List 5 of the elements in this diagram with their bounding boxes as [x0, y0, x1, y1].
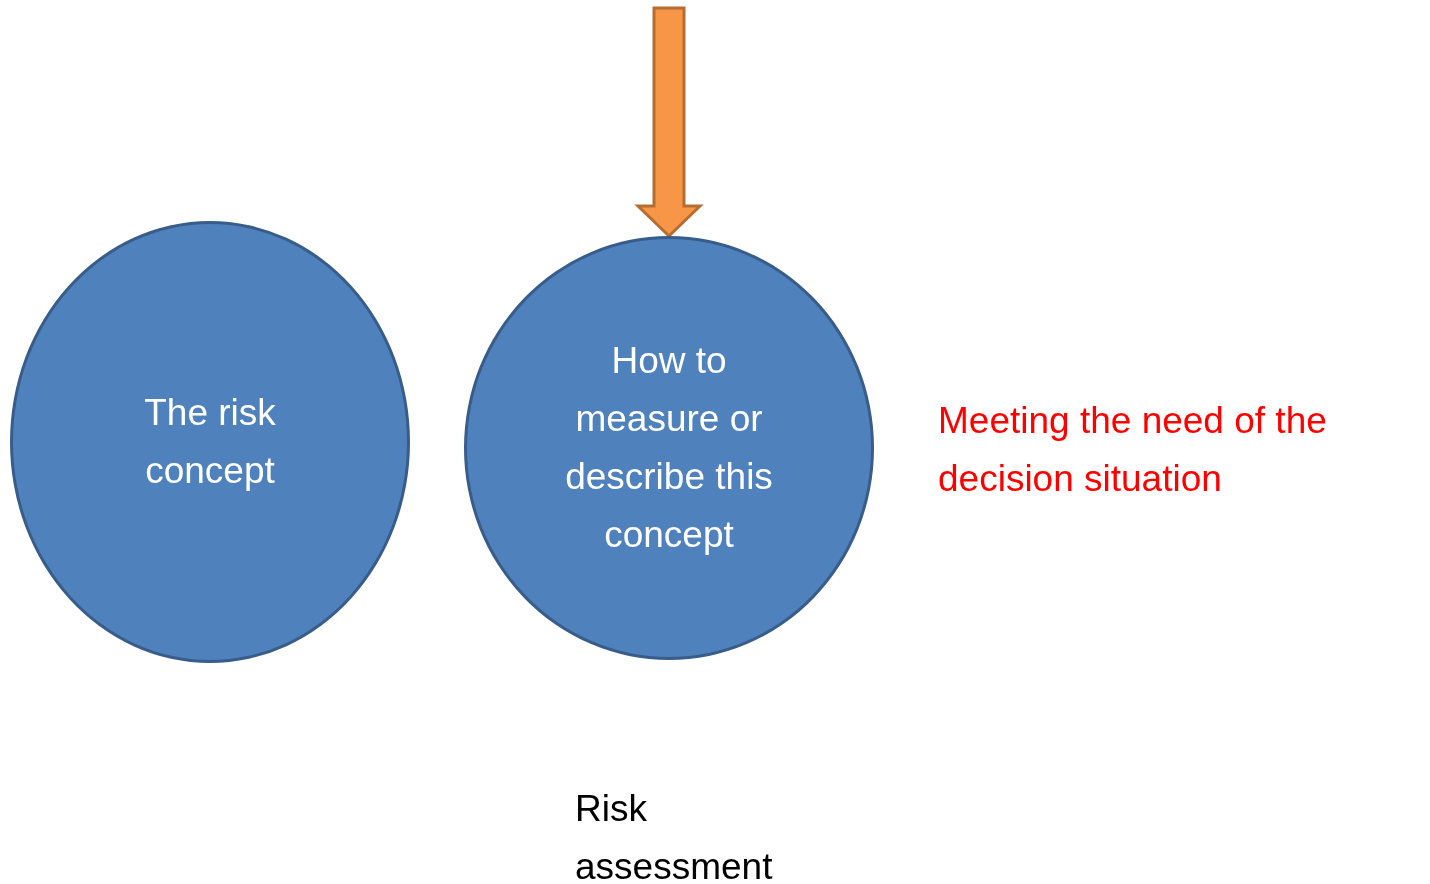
- node-label: How to measure or describe this concept: [564, 339, 774, 557]
- block-arrow: [634, 6, 704, 239]
- node-label: The risk concept: [143, 391, 277, 493]
- text-label: Meeting the need of the decision situation: [938, 399, 1328, 501]
- text-label: Risk assessment: [575, 787, 774, 884]
